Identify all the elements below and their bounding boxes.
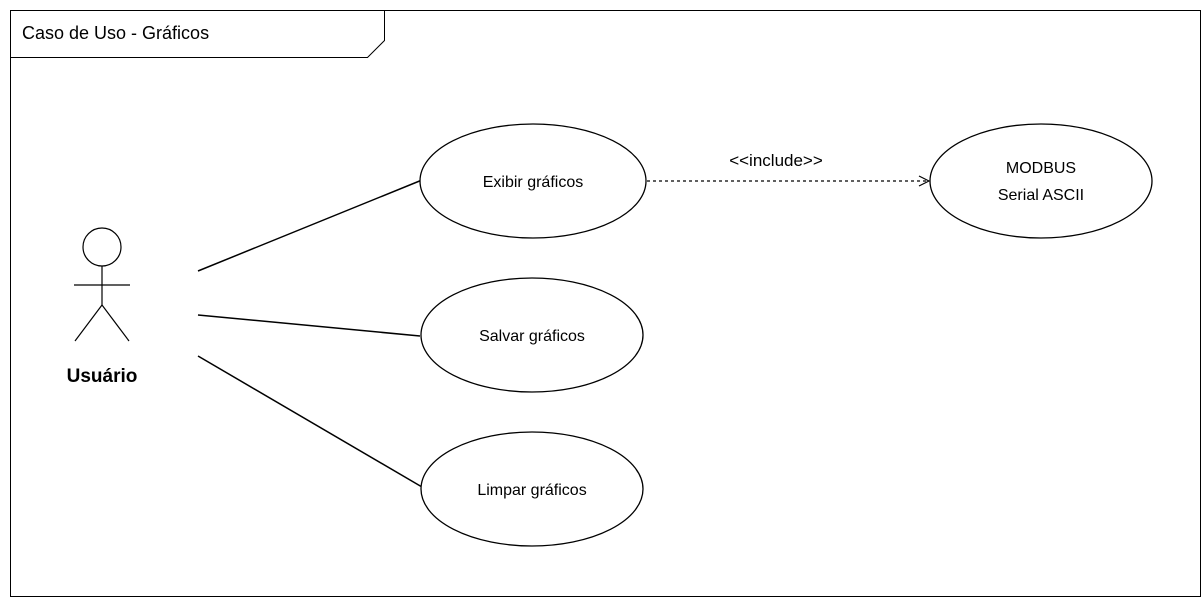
actor-right-leg xyxy=(101,304,130,342)
frame-title-tab xyxy=(10,10,385,58)
use-case-label: Salvar gráficos xyxy=(479,328,585,345)
include-label: <<include>> xyxy=(729,151,823,170)
actor-head xyxy=(82,227,122,267)
frame-title: Caso de Uso - Gráficos xyxy=(22,23,209,43)
use-case-limpar-graficos[interactable]: Limpar gráficos xyxy=(420,431,644,547)
actor-name: Usuário xyxy=(67,366,138,387)
actor-left-leg xyxy=(74,304,103,342)
use-case-ellipse xyxy=(420,431,644,547)
use-case-label-line-1: MODBUS xyxy=(1006,160,1076,177)
use-case-modbus-serial-ascii[interactable]: MODBUS Serial ASCII xyxy=(929,123,1153,239)
use-case-ellipse xyxy=(419,123,647,239)
include-dependency: <<include>> xyxy=(647,151,929,181)
actor-usuario[interactable]: Usuário xyxy=(67,227,138,387)
use-case-salvar-graficos[interactable]: Salvar gráficos xyxy=(420,277,644,393)
use-case-label-line-2: Serial ASCII xyxy=(998,187,1084,204)
use-case-exibir-graficos[interactable]: Exibir gráficos xyxy=(419,123,647,239)
use-case-ellipse xyxy=(420,277,644,393)
association-salvar xyxy=(197,314,421,337)
use-case-ellipse xyxy=(929,123,1153,239)
association-limpar xyxy=(197,355,423,488)
association-exibir xyxy=(197,179,423,272)
associations xyxy=(197,179,423,488)
use-case-label: Limpar gráficos xyxy=(477,482,586,499)
use-case-label: Exibir gráficos xyxy=(483,174,583,191)
